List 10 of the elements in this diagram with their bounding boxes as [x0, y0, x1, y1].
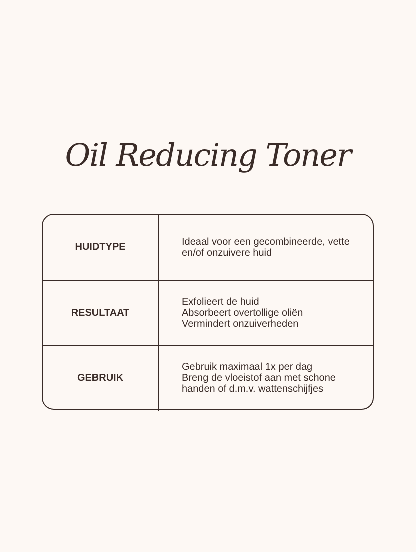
- cell-text: Ideaal voor een gecombineerde, vette en/of onzuivere huid: [182, 236, 351, 258]
- cell-text: Breng de vloeistof aan met schone handen of d.m.v. wattenschijfjes: [182, 373, 337, 395]
- row-header: GEBRUIK: [77, 373, 124, 384]
- cell-text: Exfolieert de huid: [182, 297, 260, 308]
- cell-text: Absorbeert overtollige oliën: [182, 308, 304, 319]
- row-header: HUIDTYPE: [75, 242, 126, 253]
- title: Oil Reducing Toner: [64, 138, 354, 174]
- row-header: RESULTAAT: [71, 308, 130, 319]
- cell-text: Gebruik maximaal 1x per dag: [182, 362, 314, 373]
- cell-text: Vermindert onzuiverheden: [182, 319, 300, 330]
